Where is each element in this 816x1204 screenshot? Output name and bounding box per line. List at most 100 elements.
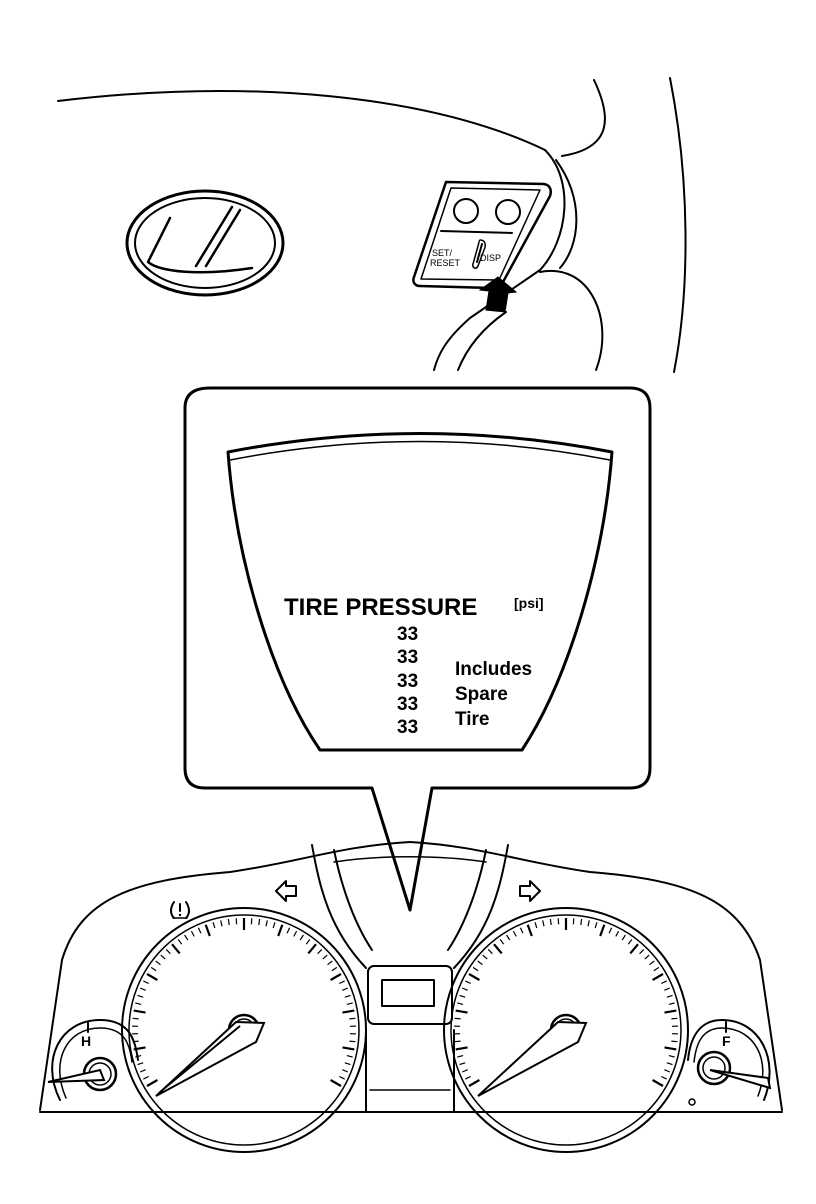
- spare-note-line: Spare: [455, 684, 508, 705]
- gauge-tick: [457, 1056, 463, 1058]
- gauge-tick: [331, 974, 341, 980]
- gauge-tick: [342, 1070, 348, 1072]
- right-switch-button[interactable]: [496, 200, 520, 224]
- display-unit: [psi]: [514, 595, 544, 611]
- gauge-tick: [323, 955, 327, 959]
- gauge-tick: [616, 931, 619, 936]
- display-title: TIRE PRESSURE: [284, 594, 477, 621]
- gauge-tick: [278, 925, 282, 936]
- gauge-tick: [228, 919, 229, 925]
- gauge-tick: [140, 988, 146, 990]
- gauge-tick: [600, 925, 604, 936]
- gauge-tick: [469, 1080, 479, 1086]
- fuel-gauge: F: [688, 1020, 770, 1105]
- gauge-tick: [595, 922, 597, 928]
- gauge-tick: [221, 920, 222, 926]
- gauge-tick: [147, 1080, 157, 1086]
- gauge-tick: [151, 967, 156, 970]
- gauge-tick: [588, 920, 589, 926]
- gauge-tick: [465, 1077, 470, 1080]
- gauge-tick: [528, 925, 532, 936]
- gauge-tick: [460, 995, 466, 997]
- right-gauge-needle: [478, 1022, 586, 1096]
- gauge-tick: [456, 1047, 468, 1049]
- gauge-tick: [339, 981, 344, 984]
- steering-switch-panel: SET/ RESET DISP: [413, 182, 550, 288]
- left-switch-button[interactable]: [454, 199, 478, 223]
- gauge-tick: [191, 931, 194, 936]
- gauge-tick: [206, 925, 210, 936]
- gauge-tick: [671, 1018, 677, 1019]
- gauge-tick: [134, 1011, 146, 1013]
- left-gauge-needle: [156, 1022, 264, 1096]
- temperature-gauge: H: [48, 1020, 138, 1100]
- gauge-tick: [473, 967, 478, 970]
- gauge-tick: [166, 949, 170, 953]
- gauge-tick: [259, 919, 260, 925]
- tpms-warning-icon: [171, 902, 189, 918]
- tire-pressure-value: 33: [397, 624, 418, 645]
- gauge-tick: [457, 1003, 463, 1005]
- tire-pressure-value: 33: [397, 717, 418, 738]
- gauge-tick: [653, 1080, 663, 1086]
- gauge-tick: [347, 1003, 353, 1005]
- gauge-tick: [462, 988, 468, 990]
- multi-info-display: [228, 434, 612, 751]
- gauge-tick: [306, 939, 310, 944]
- gauge-tick: [287, 928, 290, 934]
- gauge-tick: [665, 1011, 677, 1013]
- gauge-tick: [507, 935, 510, 940]
- gauge-tick: [661, 1077, 666, 1080]
- gauge-tick: [460, 1063, 466, 1065]
- gauge-tick: [198, 928, 201, 934]
- gauge-tick: [138, 995, 144, 997]
- disp-label: DISP: [480, 253, 501, 263]
- gauge-tick: [664, 1070, 670, 1072]
- gauge-tick: [345, 1063, 351, 1065]
- gauge-tick: [622, 935, 625, 940]
- gauge-tick: [332, 967, 337, 970]
- gauge-tick: [462, 1070, 468, 1072]
- gauge-tick: [456, 1011, 468, 1013]
- gauge-tick: [483, 955, 487, 959]
- gauge-tick: [300, 935, 303, 940]
- gauge-tick: [581, 919, 582, 925]
- gauge-tick: [550, 919, 551, 925]
- fuel-gauge-label: F: [722, 1033, 731, 1049]
- gauge-tick: [318, 949, 322, 953]
- gauge-tick: [156, 961, 161, 965]
- gauge-tick: [266, 920, 267, 926]
- gauge-tick: [645, 955, 649, 959]
- gauge-tick: [349, 1018, 355, 1019]
- gauge-tick: [513, 931, 516, 936]
- reset-label: RESET: [430, 258, 461, 268]
- gauge-tick: [465, 981, 470, 984]
- gauge-tick: [294, 931, 297, 936]
- gauge-tick: [347, 1056, 353, 1058]
- left-turn-arrow-icon: [276, 881, 296, 901]
- tire-pressure-value: 33: [397, 694, 418, 715]
- gauge-tick: [342, 988, 348, 990]
- gauge-tick: [349, 1041, 355, 1042]
- gauge-tick: [535, 922, 537, 928]
- fuel-gauge-needle: [710, 1070, 770, 1088]
- gauge-tick: [628, 939, 632, 944]
- gauge-tick: [654, 967, 659, 970]
- tire-pressure-value: 33: [397, 647, 418, 668]
- gauge-tick: [664, 988, 670, 990]
- left-main-gauge: [122, 908, 366, 1152]
- gauge-tick: [185, 935, 188, 940]
- lexus-logo: [127, 191, 283, 295]
- gauge-tick: [455, 1041, 461, 1042]
- spare-note-line: Includes: [455, 659, 532, 680]
- gauge-tick: [455, 1018, 461, 1019]
- gauge-tick: [667, 995, 673, 997]
- gauge-tick: [609, 928, 612, 934]
- gauge-tick: [135, 1003, 141, 1005]
- gauge-tick: [469, 974, 479, 980]
- instrument-cluster: H F: [40, 842, 782, 1152]
- gauge-tick: [640, 949, 644, 953]
- gauge-tick: [669, 1056, 675, 1058]
- gauge-tick: [339, 1077, 344, 1080]
